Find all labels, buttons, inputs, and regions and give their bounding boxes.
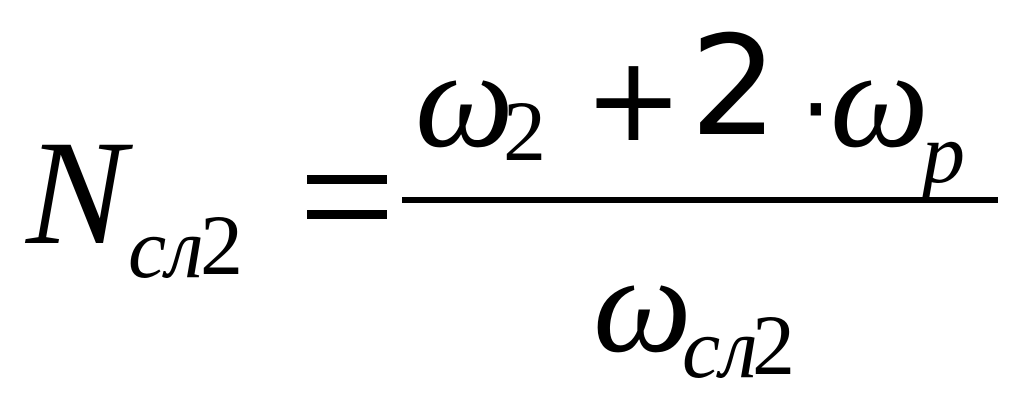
equals-sign-top-bar bbox=[307, 175, 387, 184]
lhs-subscript-letters: сл bbox=[128, 200, 204, 296]
lhs-variable-n: N bbox=[26, 110, 127, 276]
equals-sign-bottom-bar bbox=[307, 210, 387, 219]
numerator-omega-2: ω bbox=[830, 22, 929, 177]
numerator-omega-1-subscript: 2 bbox=[503, 83, 546, 179]
numerator-omega-1: ω bbox=[415, 22, 514, 177]
denominator-subscript-digit: 2 bbox=[752, 297, 795, 393]
numerator-coefficient: 2 bbox=[690, 6, 778, 167]
numerator-omega-2-subscript: p bbox=[922, 105, 965, 201]
denominator-omega: ω bbox=[593, 227, 692, 382]
multiply-dot: · bbox=[800, 51, 832, 168]
fraction-bar bbox=[402, 197, 998, 203]
lhs-subscript-digit: 2 bbox=[200, 197, 243, 293]
denominator-subscript-letters: сл bbox=[682, 300, 758, 396]
plus-operator: + bbox=[584, 30, 683, 168]
